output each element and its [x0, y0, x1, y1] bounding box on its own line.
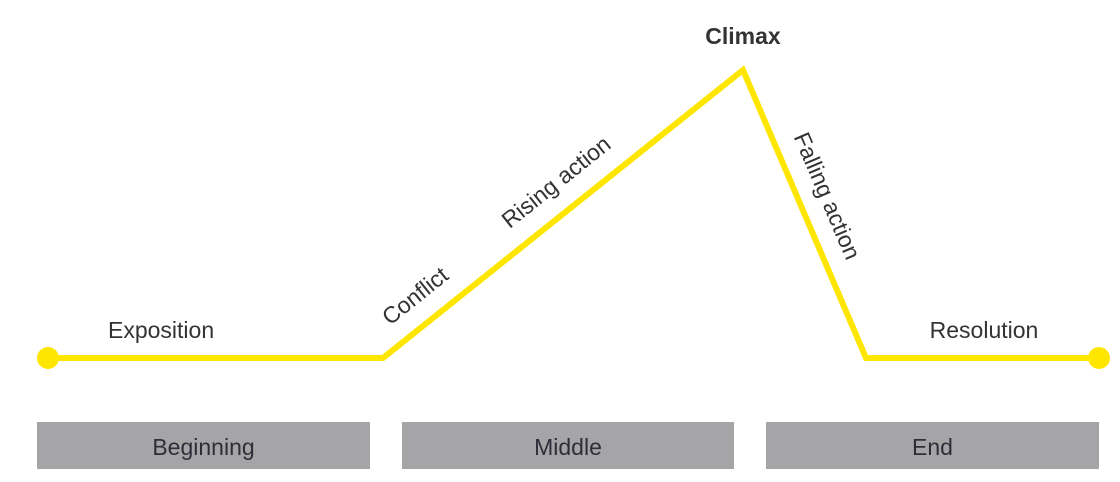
plot-line	[48, 65, 1099, 361]
resolution-label: Resolution	[930, 317, 1039, 343]
climax-label: Climax	[705, 23, 781, 49]
exposition-label: Exposition	[108, 317, 214, 343]
act-label-end: End	[912, 434, 953, 460]
end-point	[1088, 347, 1110, 369]
conflict-label: Conflict	[377, 261, 454, 330]
start-point	[37, 347, 59, 369]
act-label-beginning: Beginning	[152, 434, 254, 460]
act-bar-beginning	[37, 422, 370, 469]
act-label-middle: Middle	[534, 434, 602, 460]
act-bar-end	[766, 422, 1099, 469]
falling-action-label: Falling action	[789, 128, 866, 263]
act-bar-middle	[402, 422, 734, 469]
